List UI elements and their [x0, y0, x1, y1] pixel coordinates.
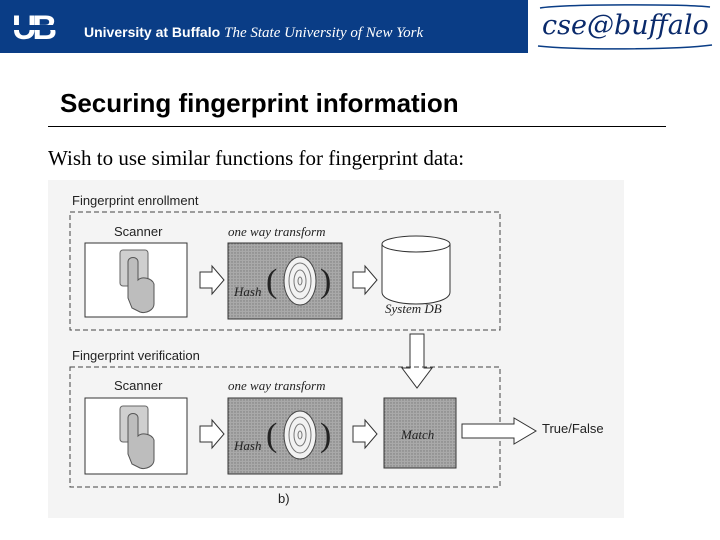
title-divider — [48, 126, 666, 127]
hash-to-db-arrow-icon — [352, 264, 378, 296]
university-tagline: The State University of New York — [224, 25, 424, 41]
hash-to-match-arrow-icon — [352, 418, 378, 450]
verification-arrow-icon — [199, 418, 225, 450]
verification-paren-left: ( — [266, 417, 277, 454]
slide-body-text: Wish to use similar functions for finger… — [48, 146, 465, 170]
enrollment-fingerprint-icon — [283, 256, 317, 306]
enrollment-transform-label: one way transform — [228, 224, 326, 239]
verification-fingerprint-icon — [283, 410, 317, 460]
cse-buffalo-logo: cse@buffalo — [537, 4, 713, 50]
university-label: University at Buffalo — [84, 24, 221, 40]
db-to-match-arrow-icon — [401, 333, 433, 389]
match-box — [383, 397, 457, 469]
enrollment-finger-icon — [119, 249, 155, 313]
ub-logo-icon: UB — [12, 10, 78, 44]
fingerprint-diagram: Fingerprint enrollment Scanner one way t… — [48, 180, 624, 518]
verification-scanner-label: Scanner — [114, 378, 163, 393]
enrollment-paren-left: ( — [266, 263, 277, 300]
enrollment-arrow-icon — [199, 264, 225, 296]
figure-caption: b) — [278, 491, 290, 506]
match-label: Match — [400, 427, 434, 442]
verification-paren-right: ) — [320, 417, 331, 454]
verification-hash-label: Hash — [233, 438, 261, 453]
enrollment-title: Fingerprint enrollment — [72, 193, 199, 208]
db-label: System DB — [385, 301, 442, 316]
enrollment-hash-label: Hash — [233, 284, 261, 299]
result-label: True/False — [542, 421, 604, 436]
result-arrow-icon — [461, 417, 537, 445]
verification-transform-label: one way transform — [228, 378, 326, 393]
system-db-icon — [381, 235, 451, 305]
enrollment-paren-right: ) — [320, 263, 331, 300]
verification-title: Fingerprint verification — [72, 348, 200, 363]
verification-finger-icon — [119, 405, 155, 469]
enrollment-panel — [69, 211, 501, 331]
slide-title: Securing fingerprint information — [60, 88, 459, 118]
enrollment-scanner-label: Scanner — [114, 224, 163, 239]
dept-logo-text: cse@buffalo — [542, 10, 709, 41]
